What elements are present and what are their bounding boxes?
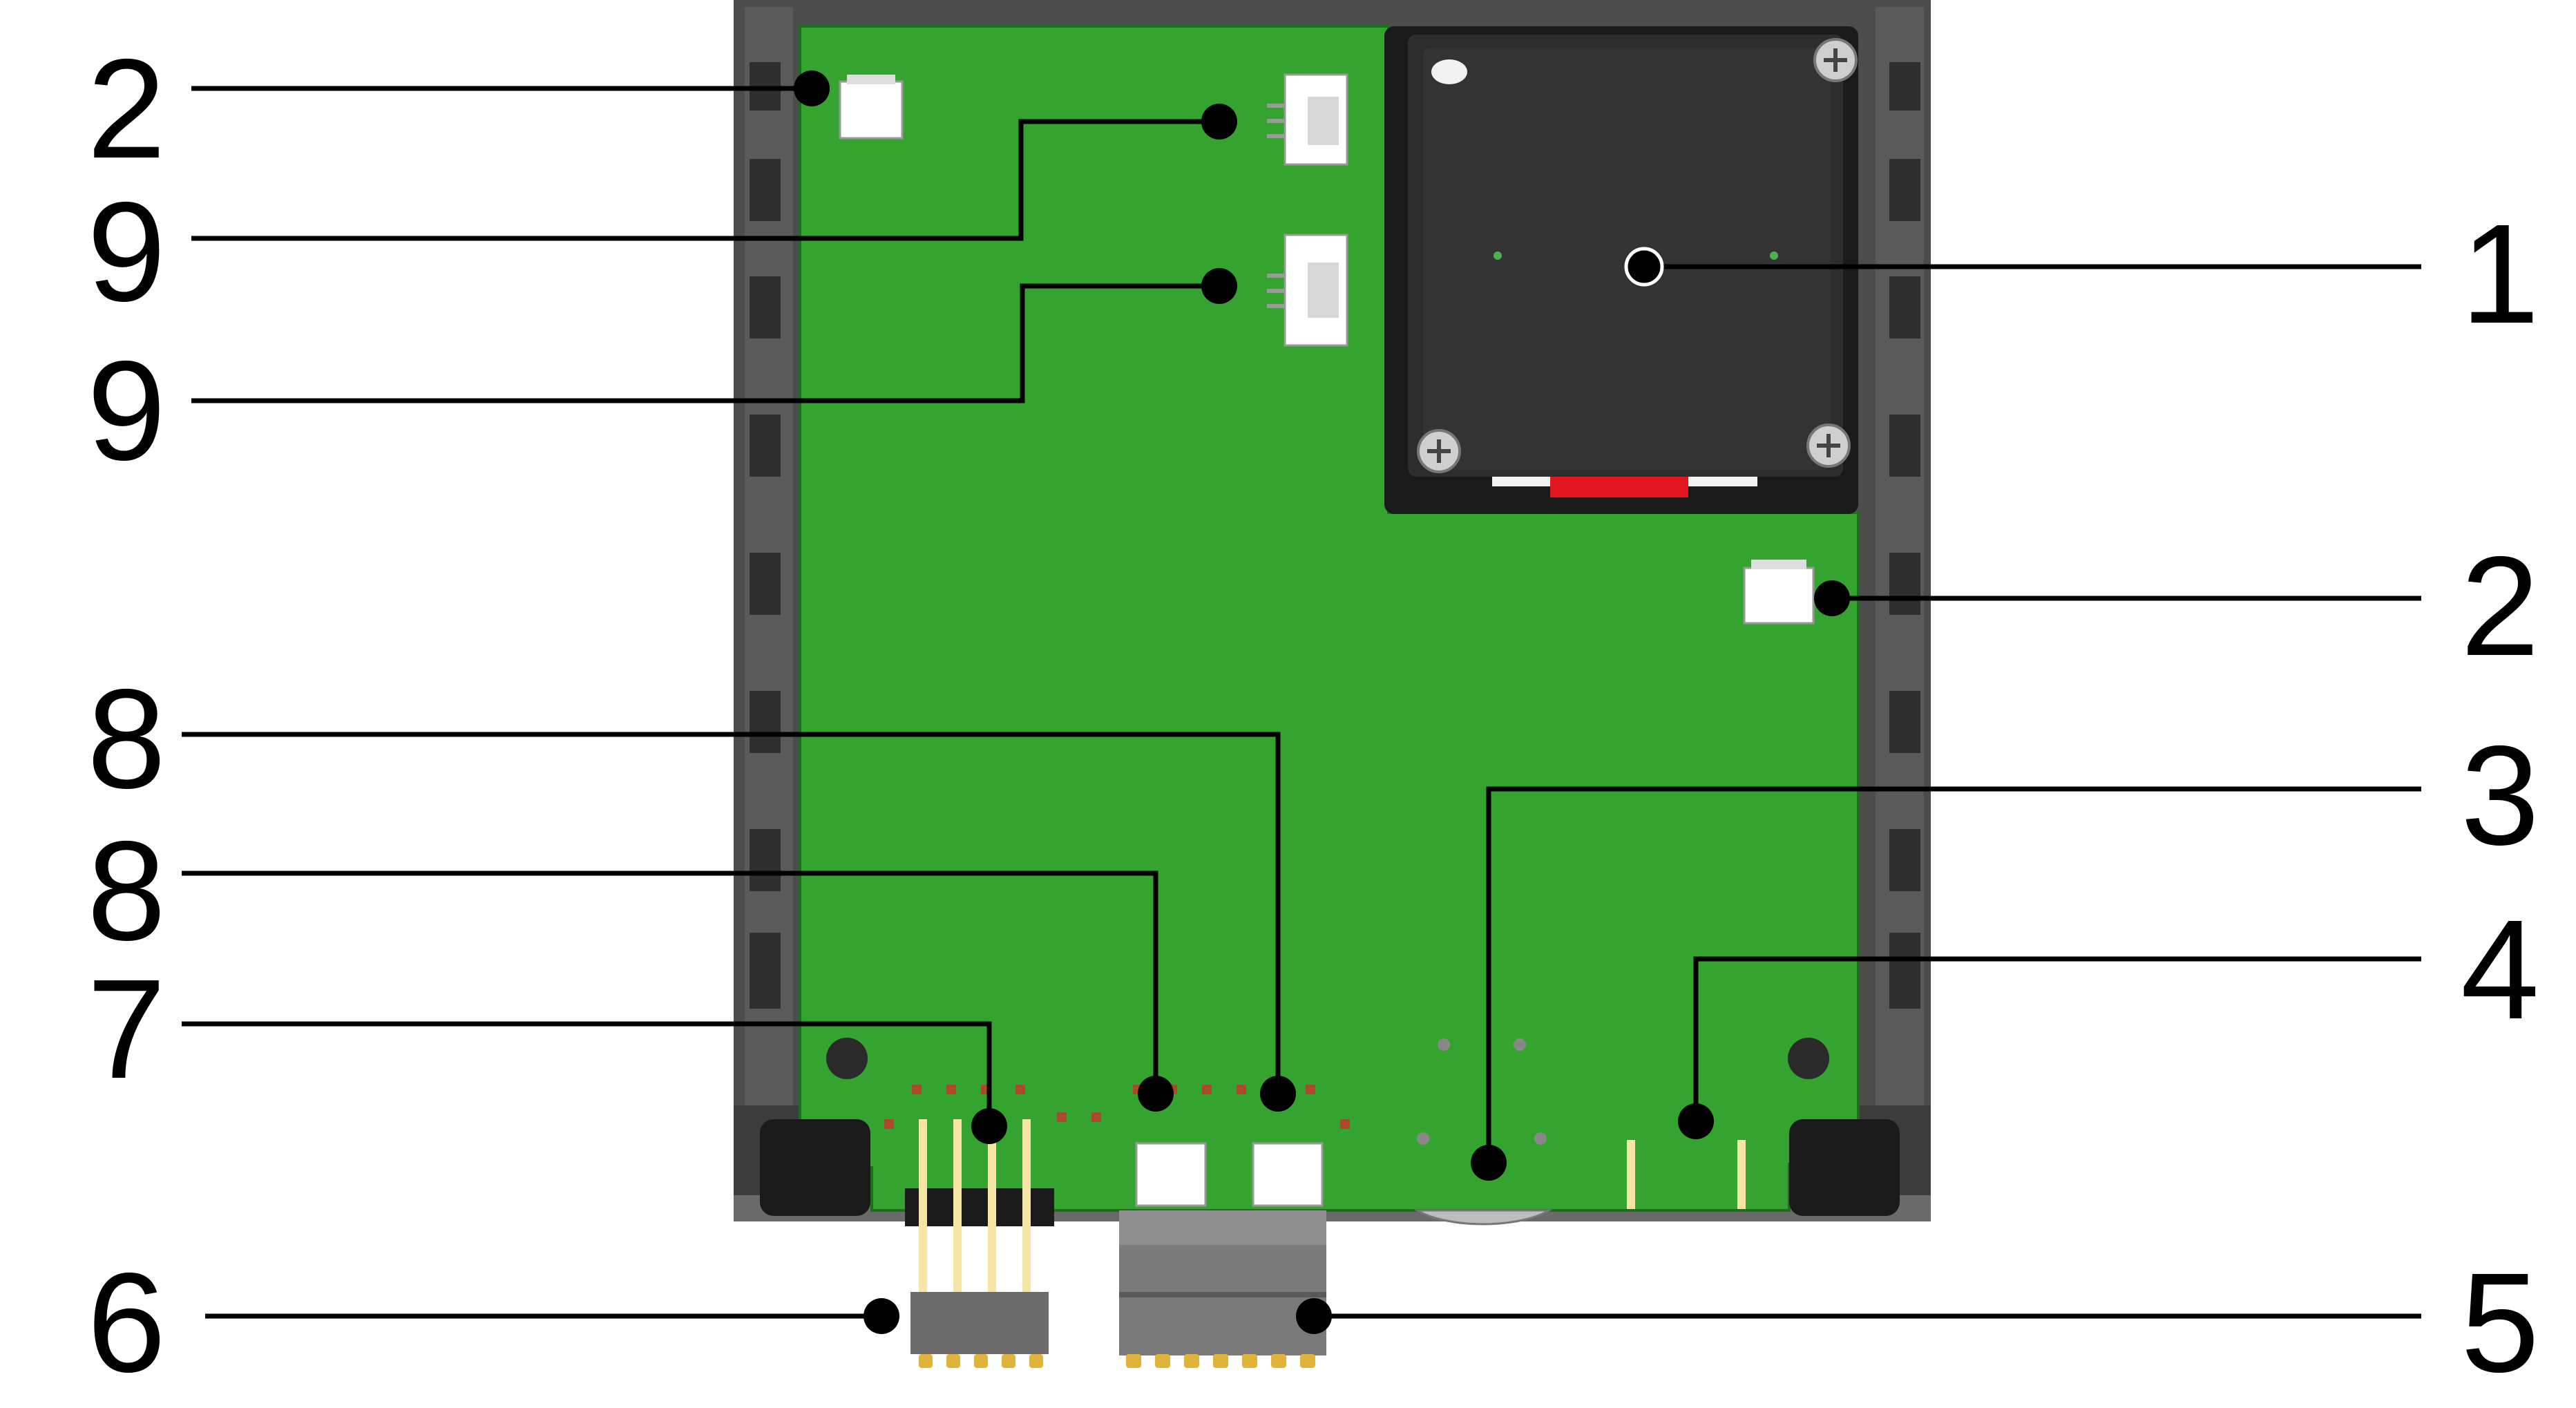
dot-8-lower [1138,1076,1174,1112]
dot-7 [971,1108,1007,1144]
callout-label-5: 5 [2461,1244,2539,1402]
dot-8-upper [1260,1076,1296,1112]
battery-compartment [1384,26,1858,514]
callout-label-7: 7 [87,950,166,1108]
connector-9-lower [1267,234,1348,347]
leader-4 [1693,956,2421,1121]
leader-9-lower [191,283,1219,403]
dot-1 [1624,247,1664,287]
dot-9-upper [1201,104,1237,140]
callout-label-9-lower: 9 [87,332,166,490]
callout-dots [794,70,1850,1334]
lower-connectors [760,1038,1900,1226]
callout-numbers: 2 9 9 1 2 8 3 8 4 7 6 5 [87,30,2539,1402]
callout-label-4: 4 [2461,891,2539,1049]
callout-label-6: 6 [87,1244,166,1402]
dot-5 [1296,1298,1332,1334]
dot-2-right [1814,580,1850,616]
leader-3 [1486,786,2421,1163]
callout-label-2-top: 2 [87,30,166,188]
leader-8-lower [182,871,1158,1094]
dot-2-top [794,70,830,106]
connector-right [1743,560,1815,625]
callout-label-8-lower: 8 [87,812,166,970]
dot-3 [1471,1145,1507,1181]
leader-lines [182,86,2421,1319]
leader-7 [182,1021,992,1126]
callout-label-8-upper: 8 [87,660,166,818]
leader-8-upper [182,732,1281,1094]
callout-label-3: 3 [2461,716,2539,875]
leader-9-upper [191,119,1219,241]
callout-label-9-upper: 9 [87,173,166,331]
dot-4 [1678,1103,1714,1139]
callout-label-2-right: 2 [2461,527,2539,685]
terminal-block [1119,1210,1326,1368]
dot-6 [864,1298,899,1334]
dot-9-lower [1201,268,1237,304]
callout-label-1: 1 [2461,195,2539,353]
connector-9-upper [1267,73,1348,166]
connector-top-left [839,75,904,140]
pin-header [905,1119,1054,1368]
